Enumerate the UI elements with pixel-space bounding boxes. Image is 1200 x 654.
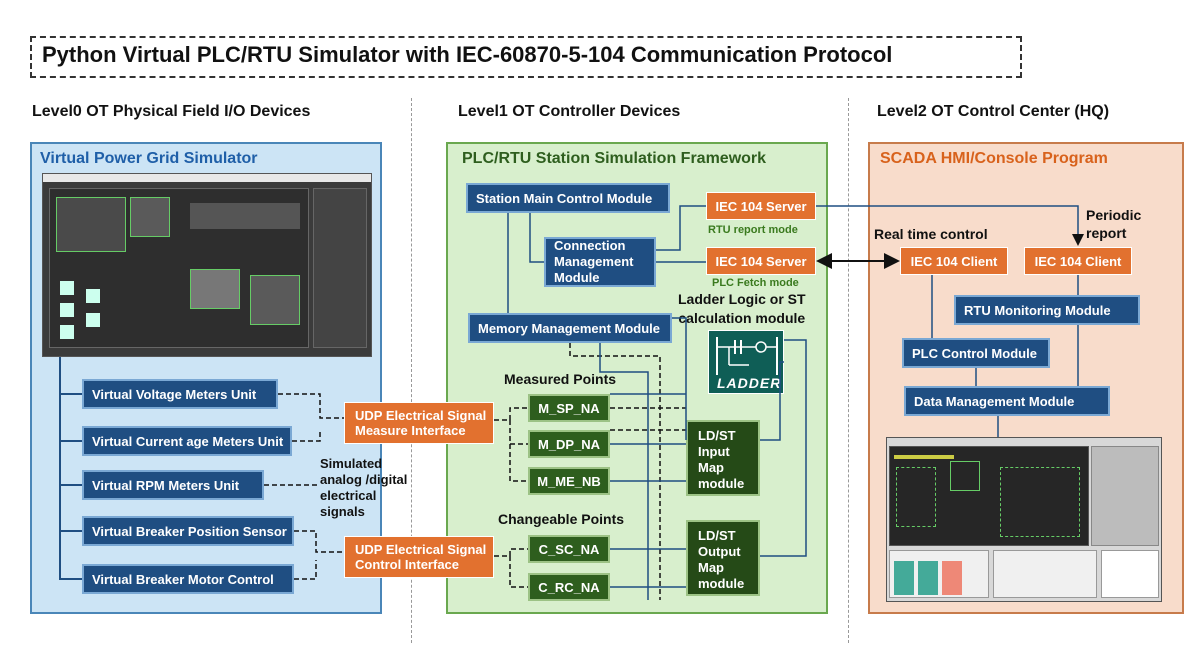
ladder-word: LADDER: [717, 375, 782, 391]
voltage-meters-unit: Virtual Voltage Meters Unit: [82, 379, 278, 409]
current-meters-unit: Virtual Current age Meters Unit: [82, 426, 292, 456]
udp-measure-interface: UDP Electrical Signal Measure Interface: [344, 402, 494, 444]
point-c-rc-na: C_RC_NA: [528, 573, 610, 601]
point-m-me-nb: M_ME_NB: [528, 467, 610, 495]
breaker-position-sensor: Virtual Breaker Position Sensor: [82, 516, 294, 546]
ld-st-input-map-module: LD/ST Input Map module: [686, 420, 760, 496]
memory-management-module: Memory Management Module: [468, 313, 672, 343]
iec104-client-periodic: IEC 104 Client: [1024, 247, 1132, 275]
separator-right: [848, 98, 849, 643]
left-panel-title: Virtual Power Grid Simulator: [40, 150, 258, 167]
scada-hmi-screenshot: [886, 437, 1162, 602]
page-title: Python Virtual PLC/RTU Simulator with IE…: [30, 36, 1022, 78]
level2-heading: Level2 OT Control Center (HQ): [877, 103, 1110, 120]
udp-control-interface: UDP Electrical Signal Control Interface: [344, 536, 494, 578]
data-management-module: Data Management Module: [904, 386, 1110, 416]
plc-fetch-mode-label: PLC Fetch mode: [712, 277, 799, 289]
middle-panel-title: PLC/RTU Station Simulation Framework: [462, 150, 767, 167]
breaker-motor-control: Virtual Breaker Motor Control: [82, 564, 294, 594]
rpm-meters-unit: Virtual RPM Meters Unit: [82, 470, 264, 500]
iec104-server-plc: IEC 104 Server: [706, 247, 816, 275]
connection-management-module: Connection Management Module: [544, 237, 656, 287]
point-c-sc-na: C_SC_NA: [528, 535, 610, 563]
point-m-dp-na: M_DP_NA: [528, 430, 610, 458]
measured-points-label: Measured Points: [504, 371, 617, 387]
periodic-report-label: Periodic report: [1086, 207, 1142, 241]
realtime-control-label: Real time control: [874, 226, 988, 242]
ladder-icon: LADDER: [708, 330, 784, 394]
level0-heading: Level0 OT Physical Field I/O Devices: [32, 103, 311, 120]
simulated-signals-note: Simulated analog /digital electrical sig…: [320, 456, 408, 519]
rtu-monitoring-module: RTU Monitoring Module: [954, 295, 1140, 325]
iec104-client-realtime: IEC 104 Client: [900, 247, 1008, 275]
plc-control-module: PLC Control Module: [902, 338, 1050, 368]
rtu-report-mode-label: RTU report mode: [708, 224, 798, 236]
iec104-server-rtu: IEC 104 Server: [706, 192, 816, 220]
separator-left: [411, 98, 412, 643]
changeable-points-label: Changeable Points: [498, 511, 625, 527]
station-main-control-module: Station Main Control Module: [466, 183, 670, 213]
right-panel-title: SCADA HMI/Console Program: [880, 150, 1108, 167]
ladder-module-title: Ladder Logic or ST calculation module: [678, 291, 806, 326]
grid-simulator-screenshot: [42, 173, 372, 357]
point-m-sp-na: M_SP_NA: [528, 394, 610, 422]
ld-st-output-map-module: LD/ST Output Map module: [686, 520, 760, 596]
level1-heading: Level1 OT Controller Devices: [458, 103, 681, 120]
